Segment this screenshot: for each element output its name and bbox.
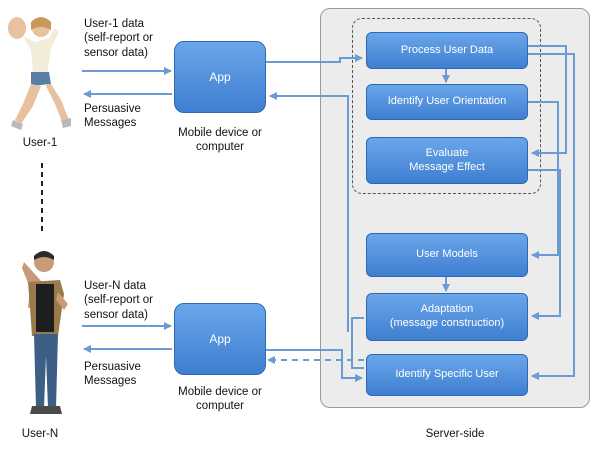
server-side-caption: Server-side [425,428,485,440]
user1-figure [8,17,71,130]
process-user-data-box: Process User Data [366,32,528,69]
app1-box: App [174,41,266,113]
userN-name: User-N [21,428,59,440]
userN-data-label: User-N data (self-report or sensor data) [84,280,154,321]
user-models-box: User Models [366,233,528,277]
identify-specific-user-box: Identify Specific User [366,354,528,396]
evaluate-message-effect-box: Evaluate Message Effect [366,137,528,184]
user1-data-label: User-1 data (self-report or sensor data) [84,18,154,59]
user1-messages-label: Persuasive Messages [84,103,141,130]
user1-name: User-1 [22,137,58,149]
appN-box: App [174,303,266,375]
userN-messages-label: Persuasive Messages [84,361,141,388]
identify-user-orientation-box: Identify User Orientation [366,84,528,120]
userN-figure [22,251,68,414]
appN-caption: Mobile device or computer [178,386,262,413]
app1-caption: Mobile device or computer [178,127,262,154]
adaptation-box: Adaptation (message construction) [366,293,528,341]
